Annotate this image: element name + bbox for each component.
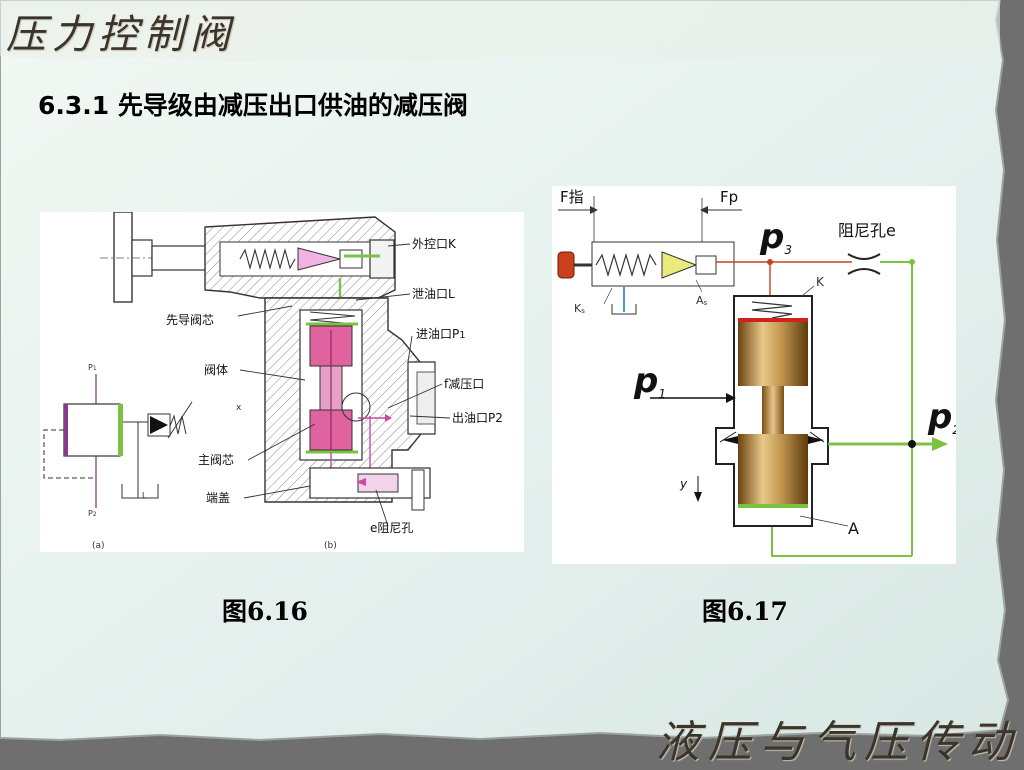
- label-f-zhi: F指: [560, 188, 584, 206]
- label-a: A: [848, 519, 859, 538]
- label-valve-body: 阀体: [204, 363, 228, 377]
- section-heading: 6.3.1 先导级由减压出口供油的减压阀: [38, 91, 468, 120]
- label-subfig-a: (a): [92, 541, 105, 551]
- valve-symbol-a: P1 P2 L: [43, 363, 193, 518]
- caption-fig-6-16: 图6.16: [222, 597, 308, 626]
- label-p1: p1: [633, 361, 666, 401]
- label-ks: Ks: [574, 302, 585, 315]
- svg-text:L: L: [142, 491, 147, 500]
- caption-fig-6-17: 图6.17: [702, 597, 788, 626]
- label-ext-port-k: 外控口K: [412, 237, 457, 251]
- label-inlet-p1: 进油口P1: [416, 327, 466, 341]
- label-drain-port-l: 泄油口L: [412, 287, 455, 301]
- label-p3: p3: [759, 217, 792, 257]
- label-k: K: [816, 275, 825, 289]
- label-subfig-b: (b): [324, 541, 337, 551]
- label-p2: p2: [927, 397, 956, 437]
- leader-lines: [237, 243, 451, 527]
- label-orifice-e: 阻尼孔e: [838, 221, 896, 240]
- svg-text:P1: P1: [88, 363, 97, 372]
- footer-title: 液压与气压传动: [656, 717, 1020, 768]
- label-reducing-port-f: f减压口: [444, 377, 484, 391]
- figure-6-17: F指 Fp Ks As p3: [552, 186, 956, 564]
- figure-6-16: 外控口K 泄油口L 先导阀芯 进油口P1 阀体 f减压口 出油口P2 主阀芯 端…: [40, 212, 524, 552]
- label-x: x: [236, 403, 242, 413]
- label-outlet-p2: 出油口P2: [452, 411, 503, 425]
- label-end-cover: 端盖: [206, 491, 230, 505]
- label-fp: Fp: [720, 188, 738, 206]
- label-damping-orifice-e: e阻尼孔: [370, 521, 413, 535]
- svg-text:P2: P2: [88, 509, 97, 518]
- label-as: As: [696, 294, 708, 307]
- main-valve: [715, 285, 849, 527]
- valve-cross-section: [100, 212, 436, 511]
- pilot-valve: [557, 241, 770, 315]
- label-pilot-spool: 先导阀芯: [166, 313, 214, 327]
- label-main-spool: 主阀芯: [198, 453, 234, 467]
- header-title: 压力控制阀: [6, 12, 236, 58]
- label-y: y: [679, 477, 688, 491]
